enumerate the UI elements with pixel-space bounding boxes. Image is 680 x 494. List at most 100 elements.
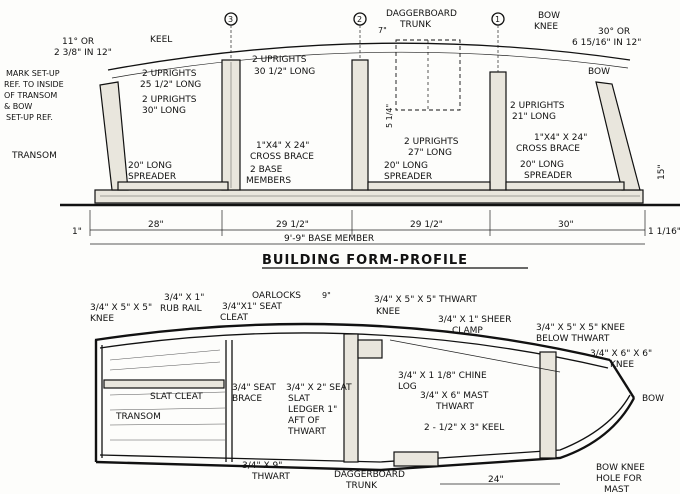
sheer-clamp-b: CLAMP (452, 326, 483, 336)
hull-transom-label: TRANSOM (115, 412, 161, 422)
bow-knee-hole-c: MAST (604, 485, 630, 494)
uprights-30-label-a: 2 UPRIGHTS (142, 95, 197, 105)
spreader-left-b: SPREADER (128, 172, 176, 182)
mark-label-4: & BOW (4, 102, 32, 111)
seat-cleat-b: CLEAT (220, 313, 248, 323)
ledger-b: SLAT (288, 394, 310, 404)
mast-thwart (539, 351, 557, 459)
uprights-305-label-b: 30 1/2" LONG (254, 67, 315, 77)
station3-marker (224, 12, 238, 26)
angle-right-label: 30° OR (598, 27, 630, 37)
angle-left-label: 11° OR (62, 37, 94, 47)
keel-label: KEEL (150, 35, 172, 45)
mast-thwart-b: THWART (435, 402, 474, 412)
seat-cleat-a: 3/4"X1" SEAT (222, 302, 282, 312)
station-1-number: 1 (495, 15, 500, 24)
ledger-e: THWART (287, 427, 326, 437)
station-2-number: 2 (357, 15, 362, 24)
daggerboard-trunk-base (393, 451, 439, 467)
spreader-right-a: 20" LONG (520, 160, 564, 170)
hull-daggerboard-a: DAGGERBOARD (334, 470, 405, 480)
hull-knee-a: 3/4" X 5" X 5" (90, 303, 152, 313)
uprights-27-label-b: 27" LONG (408, 148, 452, 158)
bow-label: BOW (588, 67, 610, 77)
spreader-middle (367, 181, 491, 191)
dim-1: 1" (72, 227, 82, 237)
station-3-number: 3 (228, 15, 233, 24)
ledger-d: AFT OF (288, 416, 320, 426)
station1-marker (491, 12, 505, 26)
oarlocks-label: OARLOCKS (252, 291, 301, 301)
cross-brace-right-a: 1"X4" X 24" (534, 133, 587, 143)
cross-brace-right-b: CROSS BRACE (516, 144, 580, 154)
station1-uprights (489, 71, 507, 191)
uprights-30-label-b: 30" LONG (142, 106, 186, 116)
spreader-left (117, 181, 229, 191)
dim-30: 30" (558, 220, 574, 230)
midship-thwart (343, 333, 359, 463)
cross-brace-left-b: CROSS BRACE (250, 152, 314, 162)
hull-keel-label: 2 - 1/2" X 3" KEEL (424, 423, 504, 433)
rub-rail-b: RUB RAIL (160, 304, 202, 314)
bow-board (595, 81, 641, 191)
fifteen-inch-label: 15" (657, 164, 667, 180)
spreader-right (505, 181, 625, 191)
base-members-a: 2 BASE (250, 165, 283, 175)
angle-right-sub-label: 6 15/16" IN 12" (572, 38, 641, 48)
seat-brace-b: BRACE (232, 394, 262, 404)
bow-knee-hole-b: HOLE FOR (596, 474, 642, 484)
uprights-21-label-a: 2 UPRIGHTS (510, 101, 565, 111)
keel-curve (107, 42, 631, 71)
thwart-9-a: 3/4" X 9" (242, 461, 282, 471)
dim-295-b: 29 1/2" (410, 220, 443, 230)
hull-sheer (94, 322, 611, 362)
hull-daggerboard-b: TRUNK (345, 481, 378, 491)
ledger-c: LEDGER 1" (288, 405, 337, 415)
hull-bottom (95, 397, 636, 472)
base-member-dimension: 9'-9" BASE MEMBER (284, 234, 374, 244)
uprights-21-label-b: 21" LONG (512, 112, 556, 122)
chine-log-a: 3/4" X 1 1/8" CHINE (398, 371, 487, 381)
five-quarter-label: 5 1/4" (385, 104, 394, 128)
hull-bow (608, 359, 636, 399)
dim-295-a: 29 1/2" (276, 220, 309, 230)
uprights-255-label-a: 2 UPRIGHTS (142, 69, 197, 79)
daggerboard-trunk-outline (395, 39, 461, 111)
base-members-b: MEMBERS (246, 176, 291, 186)
thwart-knee (357, 339, 383, 359)
transom-board (99, 81, 129, 191)
bow-knee-hole-a: BOW KNEE (596, 463, 645, 473)
hull-profile: 3/4" X 5" X 5" KNEE 3/4" X 1" RUB RAIL O… (90, 291, 664, 494)
dim-24: 24" (488, 475, 504, 485)
mark-label-5: SET-UP REF. (6, 113, 53, 122)
dim-1-16: 1 1/16" (648, 227, 680, 237)
mark-label-1: MARK SET-UP (6, 69, 60, 78)
transom-label: TRANSOM (11, 151, 57, 161)
spreader-middle-a: 20" LONG (384, 161, 428, 171)
uprights-27-label-a: 2 UPRIGHTS (404, 137, 459, 147)
uprights-305-label-a: 2 UPRIGHTS (252, 55, 307, 65)
spreader-right-b: SPREADER (524, 171, 572, 181)
hull-knee-b: KNEE (90, 314, 114, 324)
chine-log-b: LOG (398, 382, 417, 392)
spreader-middle-b: SPREADER (384, 172, 432, 182)
hull-bow-label: BOW (642, 394, 664, 404)
aft-seat (103, 379, 225, 389)
knee-66-b: KNEE (610, 360, 634, 370)
mark-label-2: REF. TO INSIDE (4, 80, 64, 89)
rub-rail-a: 3/4" X 1" (164, 293, 204, 303)
nine-inch-label: 9" (322, 291, 331, 300)
knee-below-b: BELOW THWART (536, 334, 610, 344)
seat-brace-a: 3/4" SEAT (232, 383, 276, 393)
daggerboard-label-1: DAGGERBOARD (386, 9, 457, 19)
angle-left-sub-label: 2 3/8" IN 12" (54, 48, 112, 58)
cross-brace-left-a: 1"X4" X 24" (256, 141, 309, 151)
slat-cleat-label: SLAT CLEAT (150, 392, 203, 402)
thwart-knee-b: KNEE (376, 307, 400, 317)
station2-marker (353, 12, 367, 26)
sheer-clamp-a: 3/4" X 1" SHEER (438, 315, 511, 325)
bow-knee-label-2: KNEE (534, 22, 558, 32)
seven-inch-label: 7" (378, 26, 387, 35)
